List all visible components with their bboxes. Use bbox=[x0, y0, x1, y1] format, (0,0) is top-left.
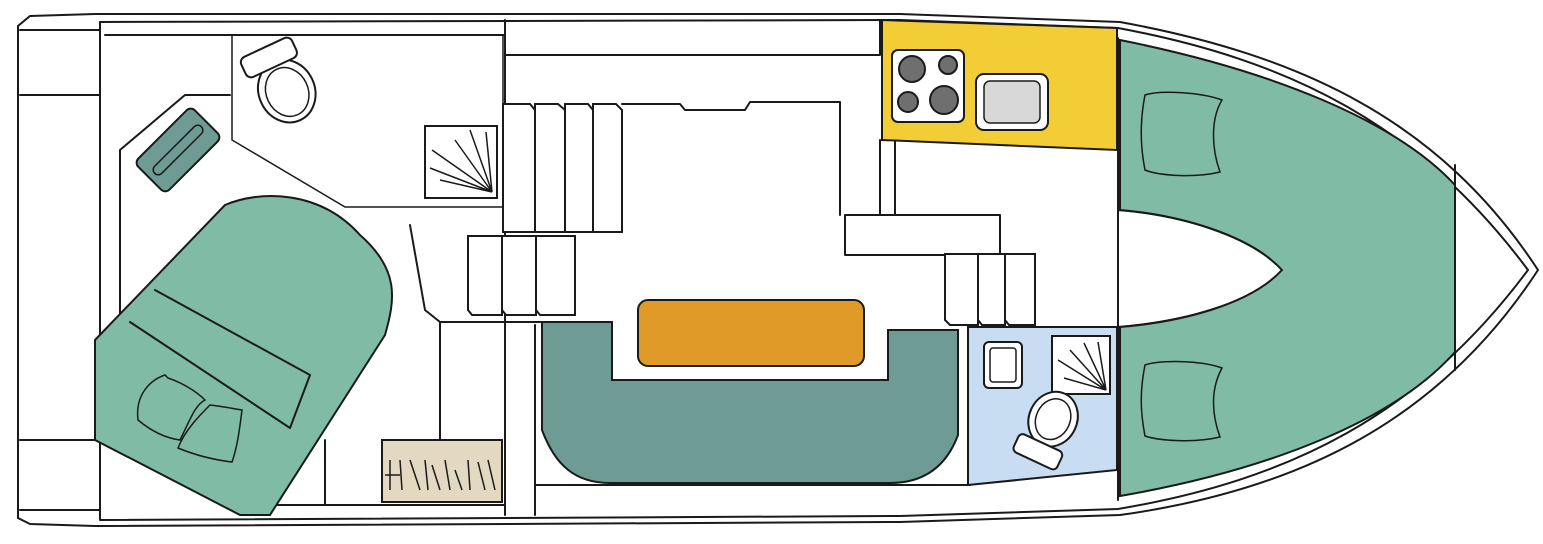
interior-walls bbox=[104, 19, 1283, 516]
aft-bathroom bbox=[231, 34, 504, 208]
toilet-icon bbox=[239, 36, 317, 124]
hob-icon bbox=[891, 49, 965, 123]
forward-bathroom bbox=[967, 326, 1118, 487]
toilet-icon bbox=[1012, 390, 1079, 471]
u-settee-icon bbox=[541, 321, 959, 484]
shower-icon bbox=[424, 125, 498, 199]
saloon bbox=[541, 299, 959, 484]
shower-icon bbox=[1051, 335, 1111, 395]
galley bbox=[881, 18, 1118, 152]
storage-locker bbox=[381, 439, 503, 503]
v-berth-icon bbox=[1119, 38, 1456, 498]
sink-icon bbox=[975, 73, 1049, 131]
locker-icon bbox=[135, 107, 221, 193]
aft-cabin bbox=[94, 107, 394, 516]
stairs-icon bbox=[467, 101, 1036, 326]
table-icon bbox=[637, 299, 865, 367]
double-bed-icon bbox=[94, 195, 394, 516]
